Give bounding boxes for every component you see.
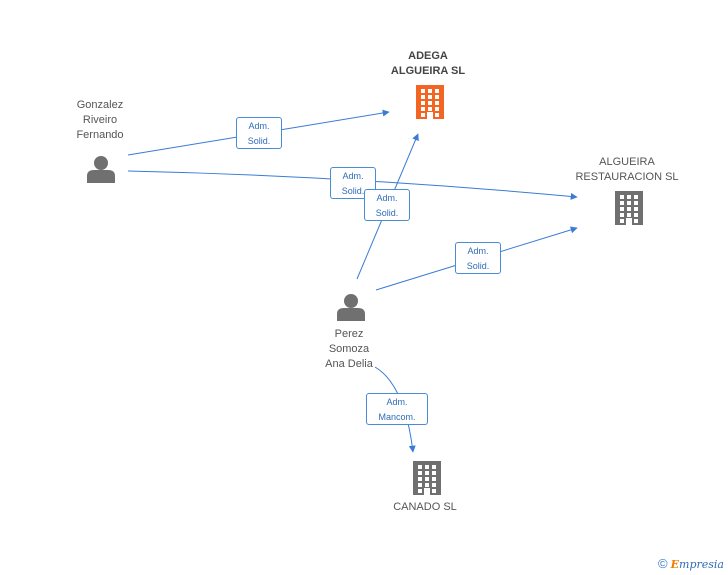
building-icon: [416, 85, 444, 119]
node-label-line: ALGUEIRA: [599, 156, 655, 168]
node-label-adega: ADEGA ALGUEIRA SL: [358, 49, 498, 79]
edge-label-perez-to-canado: Adm. Mancom.: [366, 393, 428, 425]
node-label-line: Gonzalez: [76, 99, 124, 111]
node-label-line: ADEGA: [408, 50, 448, 62]
edge-label-line: Solid.: [375, 208, 399, 218]
node-label-line: ALGUEIRA SL: [390, 65, 466, 77]
node-label-restauracion: ALGUEIRA RESTAURACION SL: [557, 155, 697, 185]
building-icon: [413, 461, 441, 495]
edge-label-line: Adm.: [386, 397, 408, 407]
building-icon: [615, 191, 643, 225]
person-icon: [337, 294, 365, 321]
node-label-line: Perez: [334, 328, 364, 340]
edge-label-perez-to-restauracion: Adm. Solid.: [455, 242, 501, 274]
footer-brand: © Empresia: [658, 556, 724, 571]
edge-label-gonzalez-to-adega: Adm. Solid.: [236, 117, 282, 149]
node-label-canado: CANADO SL: [355, 500, 495, 515]
node-label-line: Fernando: [76, 129, 124, 141]
edge-label-line: Adm.: [342, 171, 364, 181]
node-label-line: RESTAURACION SL: [575, 171, 679, 183]
person-icon: [87, 156, 115, 183]
node-label-line: CANADO SL: [393, 501, 457, 513]
copyright-icon: ©: [657, 556, 668, 571]
brand-logo: Empresia: [670, 558, 724, 571]
edge-label-line: Adm.: [248, 121, 270, 131]
node-label-line: Ana Delia: [325, 358, 373, 370]
edge-label-line: Solid.: [341, 186, 365, 196]
edge-label-line: Adm.: [376, 193, 398, 203]
edge-label-line: Adm.: [467, 246, 489, 256]
edge-label-line: Mancom.: [378, 412, 416, 422]
edge-label-line: Solid.: [466, 261, 490, 271]
node-label-line: Riveiro: [82, 114, 118, 126]
node-label-line: Somoza: [328, 343, 370, 355]
edge-label-line: Solid.: [247, 136, 271, 146]
edge-label-perez-to-adega: Adm. Solid.: [364, 189, 410, 221]
